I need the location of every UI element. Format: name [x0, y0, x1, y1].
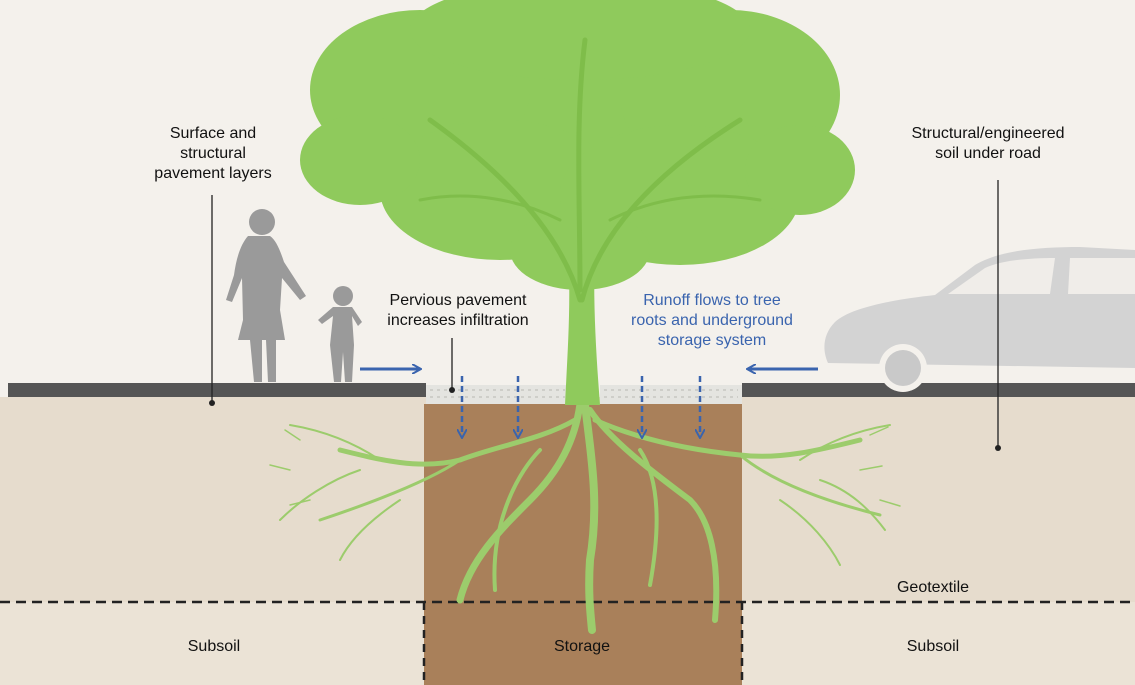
label-surface-pavement-layers: Surface and structural pavement layers [154, 124, 271, 184]
label-pervious-pavement: Pervious pavement increases infiltration [387, 291, 528, 331]
pervious-pavement-left [426, 385, 570, 404]
leader-dot-pervious [449, 387, 455, 393]
leader-dot-surface [209, 400, 215, 406]
leader-dot-soil [995, 445, 1001, 451]
label-subsoil-left: Subsoil [188, 637, 240, 657]
label-structural-soil: Structural/engineered soil under road [912, 124, 1065, 164]
label-geotextile: Geotextile [897, 578, 969, 598]
pavement-left [8, 383, 426, 397]
pervious-pavement-right [600, 385, 742, 404]
pavement-right [742, 383, 1135, 397]
label-storage: Storage [554, 637, 610, 657]
label-runoff-flows: Runoff flows to tree roots and undergrou… [631, 291, 793, 351]
label-subsoil-right: Subsoil [907, 637, 959, 657]
